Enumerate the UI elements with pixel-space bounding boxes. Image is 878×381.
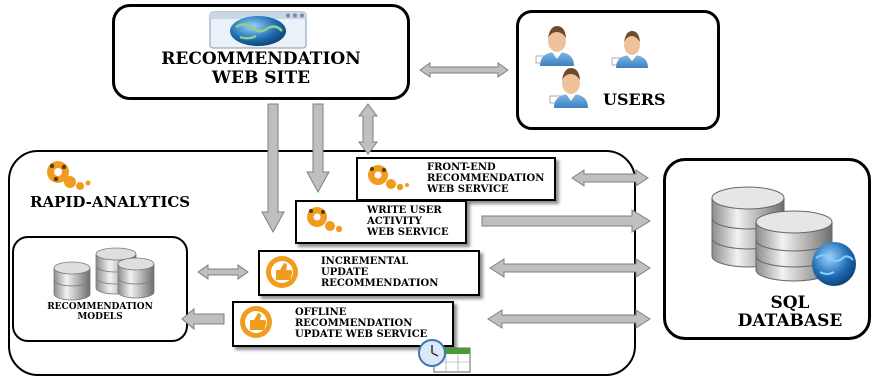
write-activity-label: WRITE USER ACTIVITY WEB SERVICE	[367, 205, 449, 238]
incremental-update-label: INCREMENTAL UPDATE RECOMMENDATION	[321, 256, 439, 289]
users-label: USERS	[603, 90, 666, 109]
incremental-database-double-arrow	[489, 258, 651, 278]
website-to-incremental-arrow	[261, 103, 285, 234]
models-incremental-double-arrow	[197, 264, 249, 280]
website-label: RECOMMENDATION WEB SITE	[161, 49, 361, 88]
offline-thumbs-up-icon	[240, 306, 272, 338]
write-activity-gear-icon	[307, 207, 343, 233]
users-box	[516, 10, 720, 130]
sql-database-icon	[711, 186, 856, 286]
offline-update-doc	[232, 301, 454, 347]
offline-to-models-arrow	[181, 307, 225, 331]
frontend-service-gear-icon	[368, 165, 409, 191]
browser-globe-icon	[209, 11, 307, 49]
database-label: SQL DATABASE	[737, 293, 843, 331]
incremental-thumbs-up-icon	[266, 256, 298, 288]
website-to-write-activity-arrow	[306, 103, 330, 194]
website-frontend-double-arrow	[358, 103, 378, 155]
frontend-service-label: FRONT-END RECOMMENDATION WEB SERVICE	[427, 162, 545, 195]
models-label: RECOMMENDATION MODELS	[47, 302, 153, 322]
website-users-double-arrow	[419, 62, 509, 78]
user-person-icon	[535, 26, 574, 66]
user-person-icon	[549, 68, 588, 108]
user-person-icon	[611, 31, 648, 68]
scheduler-clock-calendar-icon	[418, 339, 471, 373]
offline-database-double-arrow	[487, 309, 651, 329]
write-activity-to-database-arrow	[481, 209, 651, 233]
frontend-database-double-arrow	[571, 169, 649, 187]
rapid-analytics-logo-icon	[47, 161, 91, 190]
offline-update-label: OFFLINE RECOMMENDATION UPDATE WEB SERVIC…	[295, 307, 428, 340]
rapid-analytics-label: RAPID-ANALYTICS	[30, 193, 191, 211]
recommendation-models-database-icon	[53, 247, 155, 301]
